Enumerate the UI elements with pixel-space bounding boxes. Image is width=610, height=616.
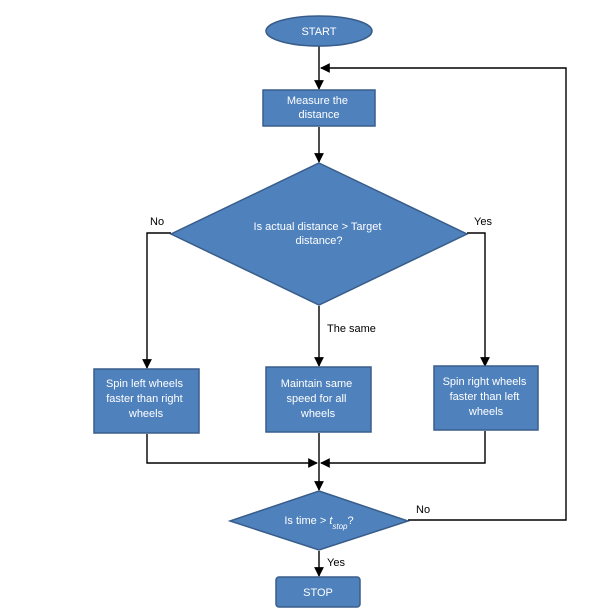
connectors: [142, 46, 567, 577]
time-decision-label: Is time > tstop?: [284, 515, 353, 531]
spin-right-label: Spin right wheels faster than left wheel…: [443, 376, 530, 418]
edge-compare-no-to-spin-left: [142, 232, 171, 369]
stop-node: STOP: [275, 576, 361, 608]
time-decision-node: Is time > tstop?: [227, 490, 411, 551]
edge-label-yes-right: Yes: [474, 216, 492, 228]
spin-right-node: Spin right wheels faster than left wheel…: [433, 365, 539, 431]
edge-label-time-yes: Yes: [327, 557, 345, 569]
maintain-speed-node: Maintain same speed for all wheels: [265, 366, 372, 433]
edge-label-time-no: No: [416, 504, 430, 516]
spin-left-label: Spin left wheels faster than right wheel…: [106, 378, 186, 420]
maintain-speed-label: Maintain same speed for all wheels: [281, 378, 356, 420]
edge-spin-left-to-merge: [146, 434, 318, 468]
stop-label: STOP: [303, 587, 333, 599]
edge-label-no-left: No: [150, 216, 164, 228]
edge-time-no-loop-back: [320, 63, 567, 521]
measure-distance-node: Measure the distance: [262, 89, 376, 127]
distance-decision-label: Is actual distance > Target distance?: [254, 221, 385, 247]
edge-label-the-same: The same: [327, 323, 376, 335]
measure-distance-label: Measure the distance: [287, 95, 351, 121]
spin-left-node: Spin left wheels faster than right wheel…: [93, 368, 200, 434]
start-label: START: [301, 26, 336, 38]
edge-compare-yes-to-spin-right: [467, 232, 490, 367]
edge-spin-right-to-merge: [320, 431, 486, 468]
distance-decision-node: Is actual distance > Target distance?: [169, 162, 469, 306]
start-node: START: [265, 15, 373, 47]
